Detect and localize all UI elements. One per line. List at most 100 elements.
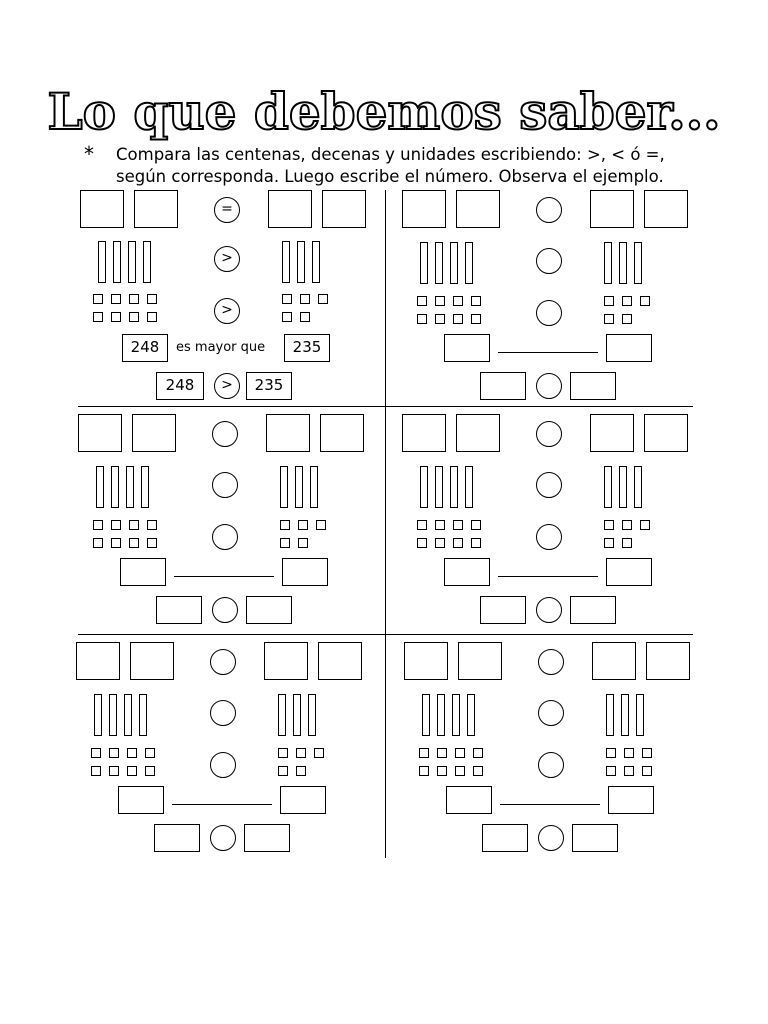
hundreds-box[interactable] [78,414,122,452]
hundreds-box[interactable] [402,414,446,452]
unit-square [282,294,292,304]
right-number-box[interactable] [606,334,652,362]
final-right-number-box[interactable] [570,596,616,624]
unit-square [604,520,614,530]
hundreds-box[interactable] [404,642,448,680]
hundreds-box[interactable] [644,414,688,452]
ten-rod [450,466,458,508]
unit-square [640,296,650,306]
units-compare-circle[interactable] [210,752,236,778]
unit-square [642,748,652,758]
tens-compare-circle[interactable] [210,700,236,726]
final-right-number-box[interactable] [570,372,616,400]
hundreds-box[interactable] [132,414,176,452]
relation-answer-line[interactable] [172,804,272,805]
units-compare-circle[interactable] [212,524,238,550]
relation-answer-line[interactable] [174,576,274,577]
hundreds-box[interactable] [456,190,500,228]
units-compare-circle[interactable] [536,300,562,326]
hundreds-box[interactable] [268,190,312,228]
final-left-number-box[interactable] [156,596,202,624]
units-compare-circle[interactable] [536,524,562,550]
final-compare-circle[interactable] [536,373,562,399]
unit-square [455,766,465,776]
unit-square [91,766,101,776]
ten-rod [634,466,642,508]
final-compare-circle[interactable] [538,825,564,851]
ten-rod [109,694,117,736]
hundreds-compare-circle[interactable] [210,649,236,675]
ten-rod [450,242,458,284]
tens-compare-circle[interactable] [536,248,562,274]
hundreds-compare-circle[interactable] [536,421,562,447]
final-left-number-box[interactable] [480,596,526,624]
unit-square [111,538,121,548]
tens-compare-circle[interactable] [536,472,562,498]
unit-square [300,312,310,322]
final-left-number-box[interactable] [480,372,526,400]
hundreds-compare-circle[interactable] [538,649,564,675]
hundreds-box[interactable] [456,414,500,452]
unit-square [453,538,463,548]
vertical-divider [385,190,386,858]
hundreds-box[interactable] [402,190,446,228]
hundreds-box[interactable] [134,190,178,228]
relation-answer-line[interactable] [500,804,600,805]
final-compare-circle: > [214,373,240,399]
page-title: Lo que debemos saber... [46,81,721,142]
unit-square [604,314,614,324]
ten-rod [437,694,445,736]
hundreds-box[interactable] [644,190,688,228]
final-right-number-box[interactable] [244,824,290,852]
unit-square [417,314,427,324]
ten-rod [435,242,443,284]
hundreds-box[interactable] [76,642,120,680]
unit-square [471,314,481,324]
unit-square [622,538,632,548]
hundreds-box[interactable] [80,190,124,228]
unit-square [298,520,308,530]
hundreds-box[interactable] [590,414,634,452]
tens-compare-circle[interactable] [538,700,564,726]
hundreds-box[interactable] [264,642,308,680]
left-number-box[interactable] [444,558,490,586]
right-number-box[interactable] [280,786,326,814]
hundreds-box[interactable] [458,642,502,680]
unit-square [111,520,121,530]
hundreds-compare-circle[interactable] [536,197,562,223]
left-number-box[interactable] [446,786,492,814]
final-compare-circle[interactable] [210,825,236,851]
hundreds-box[interactable] [318,642,362,680]
final-compare-circle[interactable] [212,597,238,623]
final-left-number-box[interactable] [482,824,528,852]
final-right-number-box[interactable] [246,596,292,624]
left-number-box[interactable] [444,334,490,362]
unit-square [147,538,157,548]
hundreds-box[interactable] [592,642,636,680]
hundreds-box[interactable] [320,414,364,452]
final-left-number-box[interactable] [154,824,200,852]
relation-answer-line[interactable] [498,576,598,577]
hundreds-box[interactable] [322,190,366,228]
unit-square [471,296,481,306]
hundreds-box[interactable] [646,642,690,680]
unit-square [471,538,481,548]
hundreds-box[interactable] [266,414,310,452]
left-number-box[interactable] [120,558,166,586]
unit-square [437,766,447,776]
hundreds-compare-circle[interactable] [212,421,238,447]
hundreds-box[interactable] [590,190,634,228]
relation-answer-line[interactable] [498,352,598,353]
ten-rod [280,466,288,508]
unit-square [318,294,328,304]
hundreds-compare-circle: = [214,197,240,223]
right-number-box[interactable] [608,786,654,814]
units-compare-circle[interactable] [538,752,564,778]
left-number-box[interactable] [118,786,164,814]
hundreds-box[interactable] [130,642,174,680]
right-number-box[interactable] [282,558,328,586]
tens-compare-circle[interactable] [212,472,238,498]
final-compare-circle[interactable] [536,597,562,623]
final-right-number-box[interactable] [572,824,618,852]
right-number-box[interactable] [606,558,652,586]
